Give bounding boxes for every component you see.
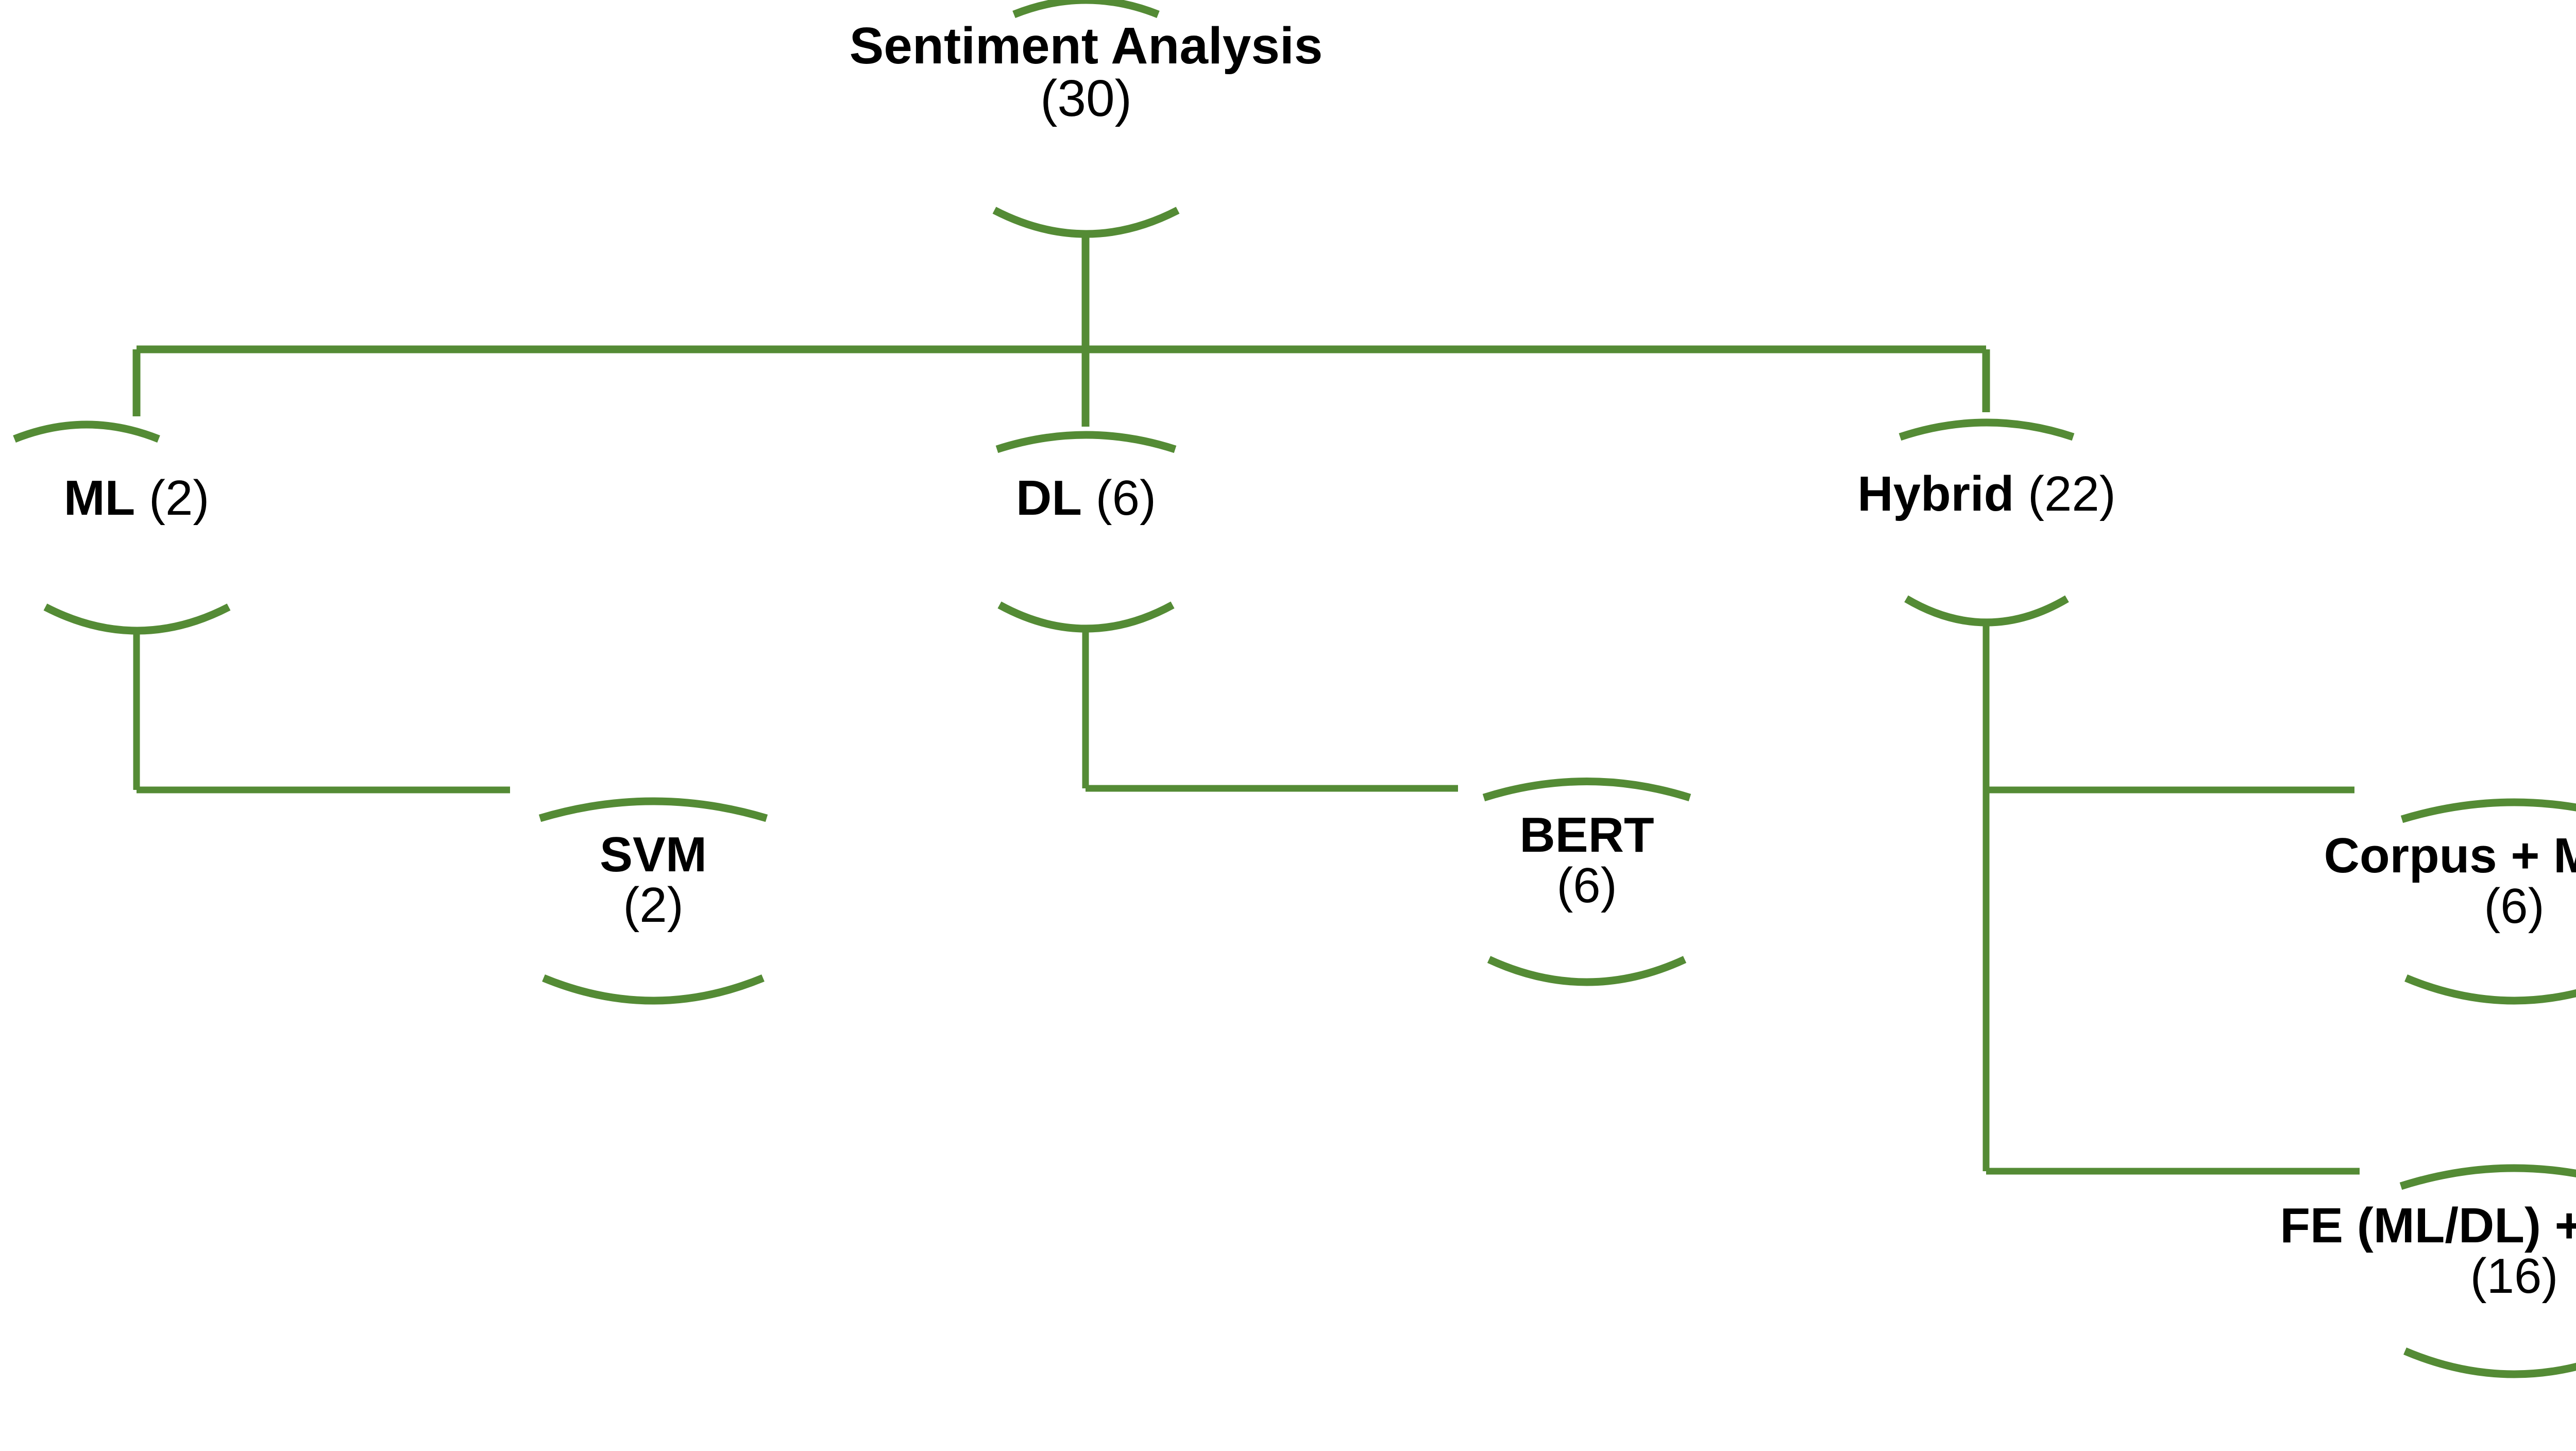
- node-fe-ml-dl-name: FE (ML/DL) + ML/DL: [2280, 1198, 2576, 1253]
- node-sentiment-analysis[interactable]: Sentiment Analysis (30): [777, 20, 1395, 125]
- node-ml[interactable]: ML (2): [0, 473, 394, 524]
- node-dl-count: (6): [1095, 470, 1156, 526]
- node-svm[interactable]: SVM (2): [396, 830, 911, 931]
- arc-bottom-corpus-ml-dl: [2404, 974, 2576, 1005]
- node-dl-name: DL: [1016, 470, 1082, 526]
- arc-bottom-fe-ml-dl: [2403, 1347, 2576, 1378]
- arc-top-svm: [538, 797, 768, 822]
- node-corpus-ml-dl-name: Corpus + ML/DL: [2324, 828, 2576, 883]
- node-fe-ml-dl[interactable]: FE (ML/DL) + ML/DL (16): [2154, 1201, 2576, 1302]
- node-bert-count: (6): [1556, 857, 1617, 913]
- arc-bottom-bert: [1487, 956, 1687, 986]
- node-ml-name: ML: [63, 470, 135, 526]
- arc-top-hybrid: [1899, 418, 2075, 441]
- node-svm-count: (2): [623, 877, 684, 933]
- arc-bottom-hybrid: [1904, 595, 2069, 627]
- arc-top-dl: [995, 431, 1177, 453]
- arc-top-bert: [1482, 778, 1691, 802]
- node-sentiment-analysis-count: (30): [1040, 70, 1132, 127]
- arc-top-fe-ml-dl: [2399, 1164, 2576, 1190]
- node-sentiment-analysis-name: Sentiment Analysis: [849, 17, 1323, 75]
- node-bert-name: BERT: [1519, 807, 1654, 863]
- node-corpus-ml-dl-count: (6): [2484, 878, 2545, 934]
- node-hybrid[interactable]: Hybrid (22): [1729, 469, 2244, 519]
- node-hybrid-count: (22): [2027, 466, 2116, 521]
- arc-bottom-ml: [43, 603, 231, 635]
- arc-top-ml: [13, 420, 160, 443]
- arc-top-sentiment-analysis: [1012, 0, 1160, 18]
- arc-bottom-svm: [542, 974, 765, 1005]
- node-bert[interactable]: BERT (6): [1329, 810, 1844, 911]
- node-svm-name: SVM: [599, 827, 707, 882]
- arc-bottom-sentiment-analysis: [992, 207, 1180, 238]
- node-ml-count: (2): [148, 470, 210, 526]
- node-corpus-ml-dl[interactable]: Corpus + ML/DL (6): [2154, 831, 2576, 932]
- node-hybrid-name: Hybrid: [1857, 466, 2014, 521]
- arc-bottom-dl: [997, 601, 1175, 633]
- node-fe-ml-dl-count: (16): [2470, 1248, 2558, 1304]
- arc-top-corpus-ml-dl: [2400, 798, 2576, 823]
- node-dl[interactable]: DL (6): [828, 473, 1344, 524]
